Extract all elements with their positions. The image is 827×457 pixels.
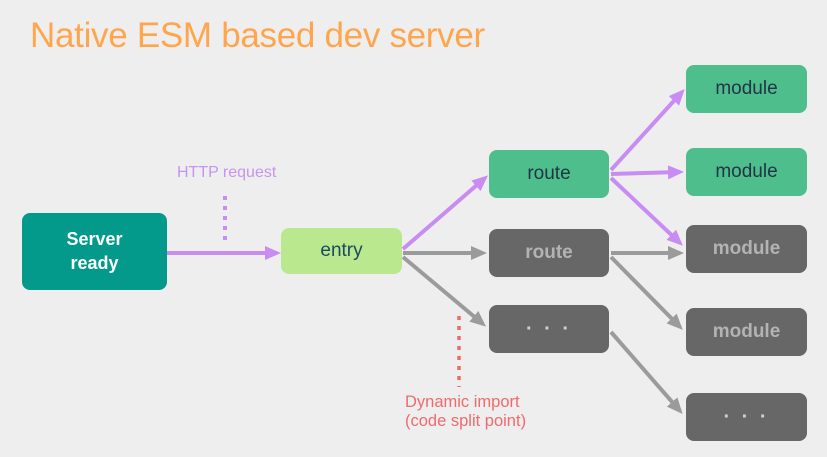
arrow-entry-to-more-routes	[401, 255, 487, 327]
route-green-label: route	[527, 163, 571, 184]
module-node-2: module	[686, 148, 807, 196]
arrow-more-routes-to-more-modules	[609, 330, 683, 415]
module-node-4: module	[686, 308, 807, 356]
dynamic-import-label: Dynamic import (code split point)	[405, 393, 527, 430]
more-routes-node: · · ·	[489, 305, 609, 353]
module-3-label: module	[712, 238, 781, 259]
http-request-label: HTTP request	[177, 164, 277, 181]
entry-node: entry	[281, 228, 402, 274]
more-routes-label: · · ·	[525, 317, 573, 340]
arrow-route-green-to-module-1	[609, 89, 685, 172]
arrow-entry-to-route-green	[401, 175, 489, 251]
arrow-route-gray-to-module-4	[609, 255, 683, 330]
more-modules-label: · · ·	[723, 405, 770, 428]
arrow-route-green-to-module-3	[609, 176, 683, 246]
route-node-gray: route	[489, 229, 609, 277]
route-node-green: route	[489, 150, 609, 198]
module-4-label: module	[712, 321, 781, 342]
module-1-label: module	[715, 78, 778, 99]
module-2-label: module	[715, 161, 778, 182]
entry-label: entry	[320, 240, 363, 261]
module-node-3: module	[686, 225, 807, 273]
server-ready-node: Server ready	[22, 213, 167, 290]
arrow-route-green-to-module-2	[610, 165, 684, 180]
server-ready-label: Server ready	[66, 229, 123, 273]
module-node-1: module	[686, 65, 807, 113]
route-gray-label: route	[525, 242, 573, 263]
page-title: Native ESM based dev server	[30, 16, 485, 55]
more-modules-node: · · ·	[686, 393, 807, 441]
